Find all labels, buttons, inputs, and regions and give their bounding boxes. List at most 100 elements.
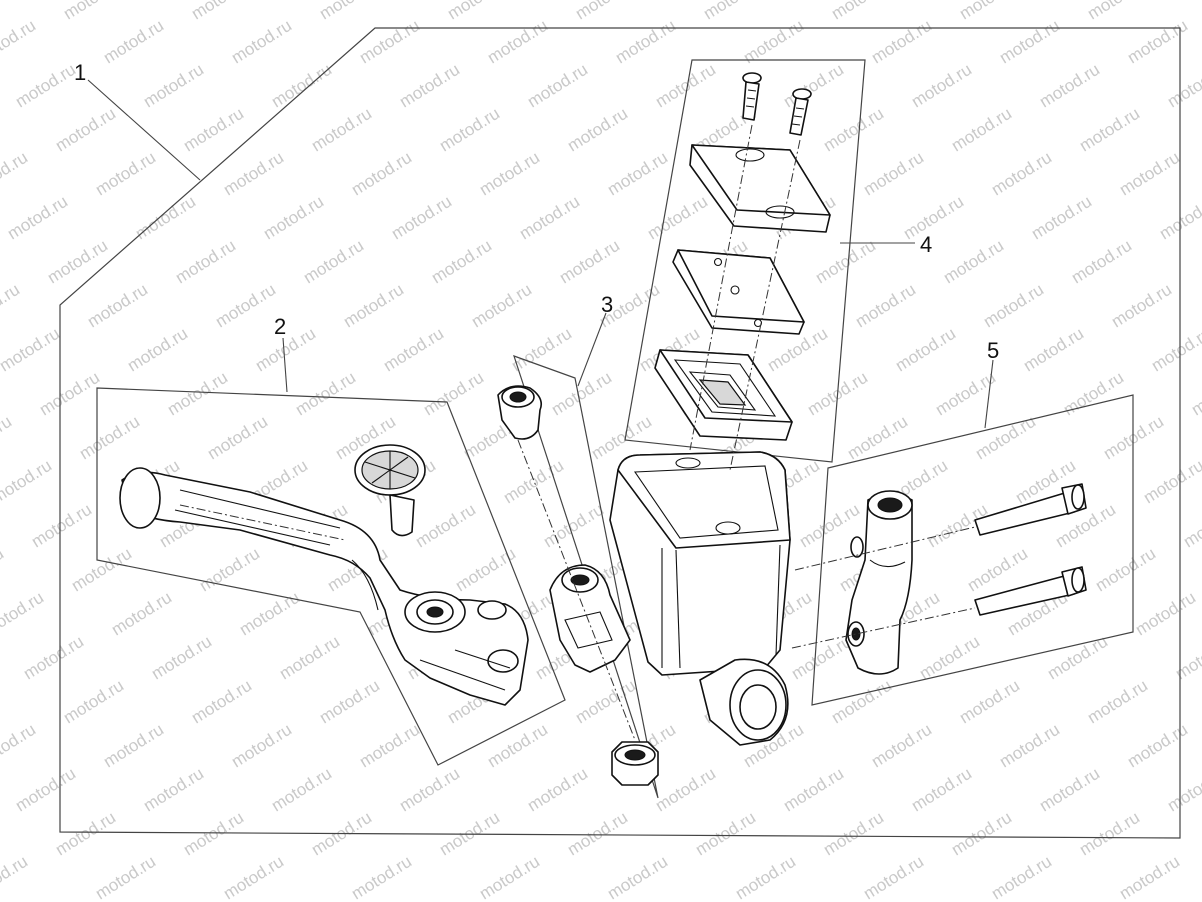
watermark-text: motod.ru [0, 324, 63, 376]
watermark-text: motod.ru [84, 280, 151, 332]
watermark-text: motod.ru [28, 500, 95, 552]
watermark-text: motod.ru [220, 852, 287, 902]
axis-screw-left [689, 124, 753, 451]
watermark-text: motod.ru [68, 544, 135, 596]
watermark-text: motod.ru [1084, 0, 1151, 23]
watermark-text: motod.ru [12, 764, 79, 816]
watermark-text: motod.ru [852, 280, 919, 332]
callout-4: 4 [920, 232, 932, 257]
watermark-text: motod.ru [1068, 236, 1135, 288]
watermark-text: motod.ru [828, 0, 895, 23]
watermark-text: motod.ru [100, 16, 167, 68]
watermark-text: motod.ru [556, 236, 623, 288]
watermark-text: motod.ru [988, 148, 1055, 200]
watermark-text: motod.ru [572, 676, 639, 728]
reservoir-cap-parts [654, 72, 831, 441]
watermark-text: motod.ru [908, 60, 975, 112]
watermark-text: motod.ru [92, 852, 159, 902]
watermark-text: motod.ru [428, 236, 495, 288]
watermark-text: motod.ru [308, 104, 375, 156]
watermark-text: motod.ru [820, 104, 887, 156]
diaphragm-plate [672, 249, 805, 335]
watermark-text: motod.ru [52, 104, 119, 156]
leader-line-1 [87, 79, 201, 181]
watermark-text: motod.ru [916, 632, 983, 684]
watermark-text: motod.ru [1180, 500, 1202, 552]
watermark-text: motod.ru [1092, 544, 1159, 596]
watermark-text: motod.ru [948, 104, 1015, 156]
watermark-text: motod.ru [356, 720, 423, 772]
watermark-text: motod.ru [788, 632, 855, 684]
watermark-text: motod.ru [0, 148, 31, 200]
watermark-text: motod.ru [4, 192, 71, 244]
callout-2: 2 [274, 314, 286, 339]
watermark-text: motod.ru [396, 764, 463, 816]
watermark-text: motod.ru [212, 280, 279, 332]
watermark-text: motod.ru [868, 720, 935, 772]
watermark-text: motod.ru [564, 808, 631, 860]
watermark-text: motod.ru [780, 60, 847, 112]
watermark-text: motod.ru [652, 764, 719, 816]
axis-screw-right [729, 139, 801, 471]
watermark-text: motod.ru [860, 852, 927, 902]
adjuster-knob [354, 444, 426, 537]
watermark-text: motod.ru [140, 764, 207, 816]
watermark-text: motod.ru [1164, 764, 1202, 816]
watermark-text: motod.ru [644, 192, 711, 244]
watermark-text: motod.ru [564, 104, 631, 156]
watermark-text: motod.ru [260, 192, 327, 244]
watermark-text: motod.ru [20, 632, 87, 684]
watermark-text: motod.ru [412, 500, 479, 552]
watermark-text: motod.ru [1084, 676, 1151, 728]
watermark-text: motod.ru [820, 808, 887, 860]
watermark-text: motod.ru [228, 16, 295, 68]
watermark-text: motod.ru [92, 148, 159, 200]
watermark-text: motod.ru [148, 632, 215, 684]
watermark-text: motod.ru [140, 60, 207, 112]
watermark-text: motod.ru [180, 104, 247, 156]
axis-lever [179, 504, 346, 541]
watermark-text: motod.ru [0, 280, 23, 332]
watermark-text: motod.ru [1140, 456, 1202, 508]
watermark-text: motod.ru [1124, 16, 1191, 68]
handlebar-clamp [845, 490, 913, 675]
watermark-text: motod.ru [300, 236, 367, 288]
watermark-text: motod.ru [1036, 764, 1103, 816]
assembly-axis-lines [179, 124, 976, 741]
axis-clamp-upper [794, 526, 976, 571]
watermark-text: motod.ru [188, 676, 255, 728]
watermark-text: motod.ru [956, 676, 1023, 728]
watermark-text: motod.ru [36, 368, 103, 420]
watermark-text: motod.ru [500, 456, 567, 508]
watermark-text: motod.ru [268, 60, 335, 112]
watermark-text: motod.ru [1116, 148, 1183, 200]
watermark-text: motod.ru [236, 588, 303, 640]
callout-3: 3 [601, 292, 613, 317]
clamp-bolt-lower [974, 566, 1087, 616]
watermark-text: motod.ru [204, 412, 271, 464]
watermark-text: motod.ru [228, 720, 295, 772]
watermark-text: motod.ru [1076, 104, 1143, 156]
watermark-text: motod.ru [476, 148, 543, 200]
clamp-frame-5 [811, 394, 1134, 706]
watermark-text: motod.ru [692, 808, 759, 860]
watermark-text: motod.ru [828, 676, 895, 728]
pivot-nut [611, 741, 659, 786]
clamp-bolt-upper [974, 483, 1087, 536]
watermark-text: motod.ru [1076, 808, 1143, 860]
watermark-text: motod.ru [180, 808, 247, 860]
watermark-text: motod.ru [652, 60, 719, 112]
watermark-text: motod.ru [524, 764, 591, 816]
watermark-text: motod.ru [484, 16, 551, 68]
watermark-text: motod.ru [540, 500, 607, 552]
watermark-text: motod.ru [444, 0, 511, 23]
watermark-text: motod.ru [0, 544, 7, 596]
assembly-frame-1 [59, 27, 1181, 839]
lever-group-frame-2 [96, 387, 566, 766]
brake-lever [119, 467, 529, 706]
watermark-text: motod.ru [60, 0, 127, 23]
watermark-text: motod.ru [988, 852, 1055, 902]
watermark-text: motod.ru [1060, 368, 1127, 420]
watermark-text: motod.ru [380, 324, 447, 376]
